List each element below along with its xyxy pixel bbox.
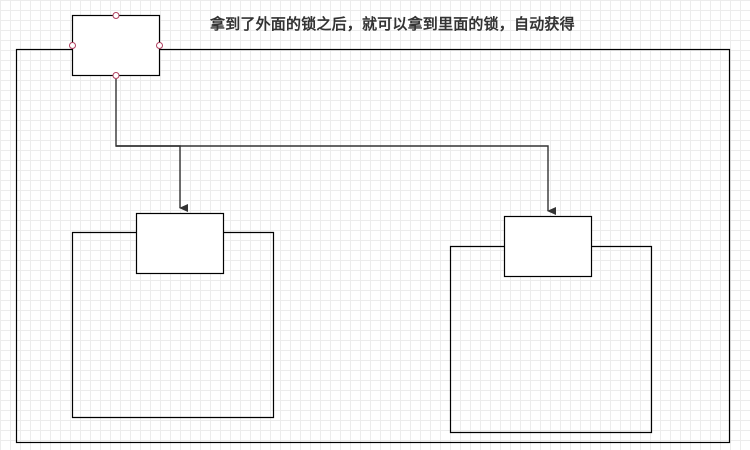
right-inner-container [449, 245, 653, 434]
connector-arrow-right [116, 145, 556, 215]
outer-lock-box[interactable] [71, 14, 161, 77]
left-inner-container [71, 231, 275, 419]
selection-handle-bottom[interactable] [112, 72, 120, 79]
connector-arrow-left [115, 79, 188, 212]
left-inner-lock-box [135, 212, 225, 275]
outer-container-box [15, 48, 731, 444]
selection-handle-top[interactable] [112, 12, 120, 19]
selection-handle-right[interactable] [156, 42, 163, 49]
selection-handle-left[interactable] [69, 42, 76, 49]
right-inner-lock-box [503, 215, 593, 278]
diagram-caption: 拿到了外面的锁之后，就可以拿到里面的锁，自动获得 [210, 15, 575, 33]
